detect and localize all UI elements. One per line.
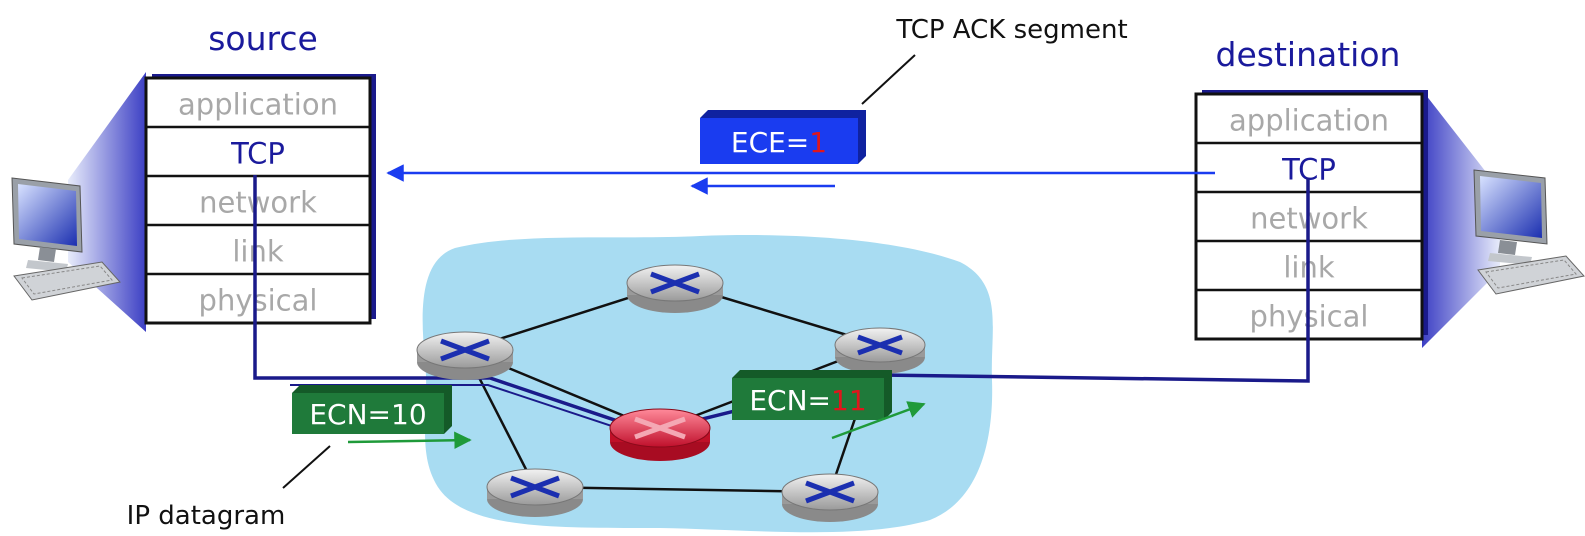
- ack-label-leader: [861, 54, 916, 105]
- router-bottom-left-icon: [486, 468, 584, 517]
- datagram-label-leader: [282, 445, 331, 489]
- source-layer-physical: physical: [199, 283, 318, 317]
- destination-computer-icon: [1473, 169, 1585, 295]
- network-cloud: [422, 235, 993, 533]
- ack-box-bit: 1: [809, 126, 827, 159]
- router-right-icon: [834, 327, 926, 374]
- router-bottom-right-icon: [781, 473, 879, 522]
- ecn-left-text: ECN=10: [309, 398, 426, 431]
- source-layer-tcp: TCP: [230, 136, 285, 170]
- source-title: source: [208, 19, 318, 58]
- ecn-left-move-arrow: [347, 431, 472, 450]
- ecn-right-bits: 11: [831, 384, 867, 417]
- source-layer-network: network: [199, 185, 317, 219]
- svg-text:ECE=1: ECE=1: [731, 126, 827, 159]
- congested-router-icon: [609, 408, 711, 461]
- destination-layer-application: application: [1229, 103, 1389, 137]
- source-layer-link: link: [232, 234, 283, 268]
- ecn-left-box: ECN=10: [292, 385, 452, 434]
- source-computer-icon: [11, 177, 121, 301]
- ecn-right-box: ECN=11: [732, 370, 892, 420]
- ecn-right-move-arrow: [831, 401, 926, 440]
- datagram-label: IP datagram: [127, 501, 286, 531]
- svg-text:ECN=11: ECN=11: [749, 384, 866, 417]
- ack-box-prefix: ECE=: [731, 126, 809, 159]
- ack-label: TCP ACK segment: [895, 15, 1127, 45]
- source-layer-application: application: [178, 87, 338, 121]
- router-top-icon: [626, 264, 724, 313]
- router-left-icon: [416, 331, 514, 380]
- ecn-right-prefix: ECN=: [749, 384, 831, 417]
- destination-host-beam: [1422, 90, 1500, 348]
- ack-segment-box: ECE=1: [700, 110, 866, 164]
- destination-title: destination: [1216, 35, 1401, 74]
- source-stack-frame: [144, 76, 372, 325]
